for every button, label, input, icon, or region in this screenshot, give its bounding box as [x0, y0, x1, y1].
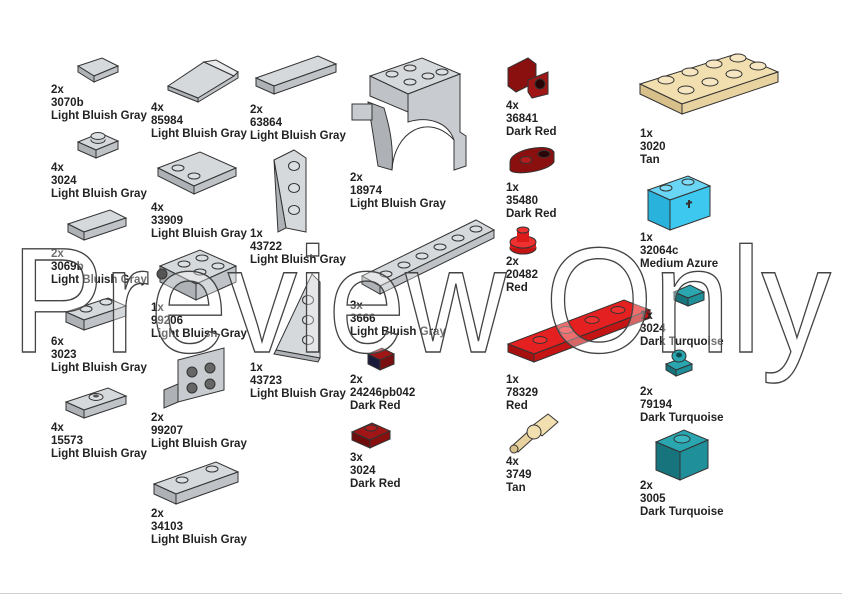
part-image-3020 [638, 53, 780, 115]
part-image-99207 [163, 347, 225, 409]
part-image-3024-dt [672, 284, 706, 307]
part-image-85984 [166, 59, 239, 103]
part-image-43723 [273, 273, 321, 363]
part-image-24246pb042 [366, 347, 396, 371]
part-image-18974 [351, 57, 467, 171]
part-image-15573 [64, 387, 128, 419]
part-image-3069b [66, 209, 128, 241]
part-image-3023 [64, 297, 128, 331]
page-bottom-border [0, 593, 842, 594]
part-image-35480 [509, 147, 555, 174]
part-image-3749 [509, 413, 559, 454]
part-image-3666 [360, 219, 496, 295]
part-image-36841 [507, 57, 549, 99]
part-image-3070b [76, 57, 120, 83]
part-image-3024-dr [350, 422, 392, 449]
part-image-33909 [156, 151, 238, 195]
part-image-43722 [273, 149, 307, 233]
part-image-63864 [254, 55, 338, 95]
part-image-34103 [152, 461, 240, 505]
part-image-99206 [156, 249, 238, 301]
part-image-79194 [664, 349, 694, 377]
part-image-20482 [509, 226, 537, 255]
part-image-78329 [506, 299, 652, 363]
part-image-32064c [646, 175, 712, 231]
part-image-3024-lbg [76, 132, 120, 159]
part-image-3005 [654, 429, 710, 481]
